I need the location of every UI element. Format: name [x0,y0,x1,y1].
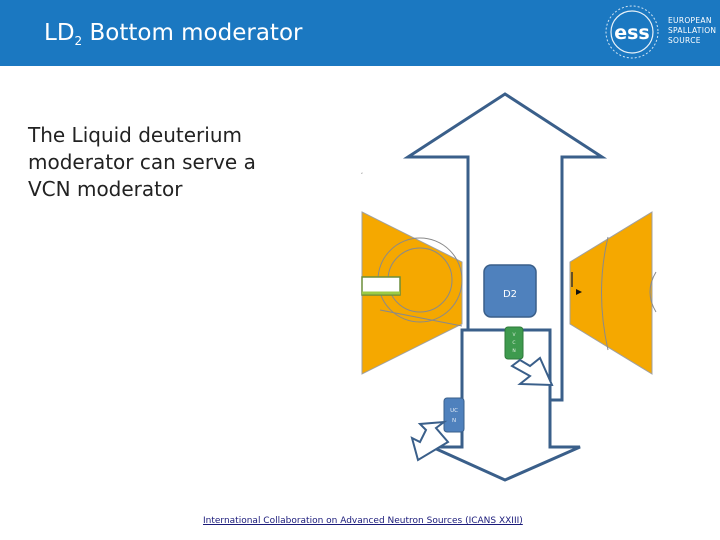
footer-link[interactable]: International Collaboration on Advanced … [203,516,523,526]
logo-line: SPALLATION [668,26,717,35]
left-reflector [361,211,463,375]
ucn-label-line: UC [450,408,458,414]
vcn-label-char: C [512,340,515,346]
right-reflector [569,211,657,375]
ucn-arrow [410,420,450,462]
stray-mark: ʼ [361,172,363,179]
body-text: The Liquid deuterium moderator can serve… [28,123,256,201]
page-title: LD2 Bottom moderator [44,20,303,48]
vcn-moderator: V C N [504,326,524,360]
logo-mark: ess [614,22,650,44]
ess-logo: ess [605,5,659,59]
logo-wordmark: EUROPEAN SPALLATION SOURCE [668,16,716,46]
d2-moderator: D2 [483,264,537,318]
title-subscript: 2 [74,34,83,48]
ucn-label-line: N [452,418,456,424]
ucn-moderator: UC N [443,397,465,433]
vcn-arrow [510,356,554,387]
d2-label: D2 [503,289,517,300]
logo-line: EUROPEAN [668,16,712,25]
logo-line: SOURCE [668,36,701,45]
header-bar: LD2 Bottom moderator ess EUROPEAN SPALLA… [0,0,720,66]
vcn-label-char: N [512,348,515,354]
vcn-label-char: V [512,332,516,338]
moderator-diagram: D2 V C N UC N [361,92,657,482]
